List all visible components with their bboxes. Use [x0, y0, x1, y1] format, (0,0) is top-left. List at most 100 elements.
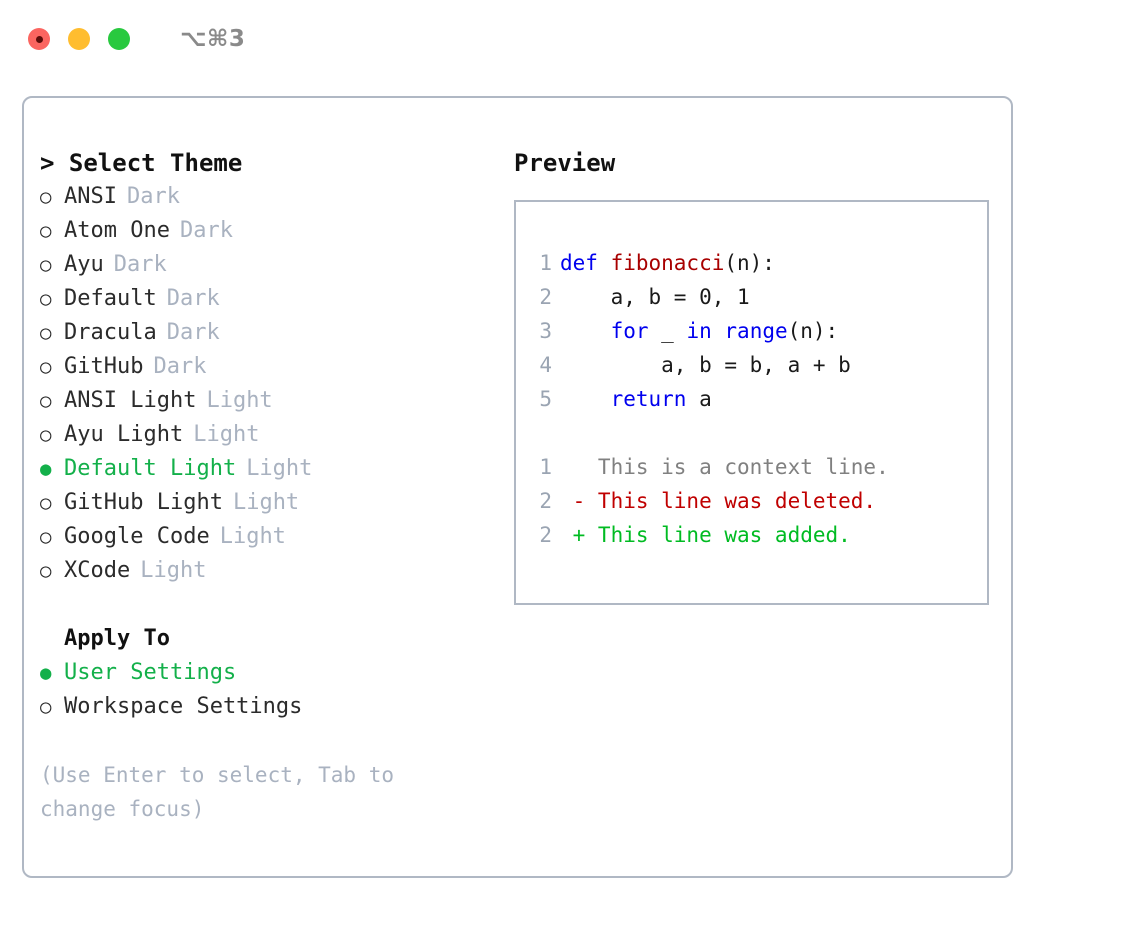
close-button-icon[interactable]	[28, 28, 50, 50]
select-theme-header: > Select Theme	[40, 149, 243, 177]
radio-selected-icon: ●	[40, 662, 52, 684]
theme-option-badge: Light	[140, 558, 207, 583]
theme-option-label: Default	[64, 286, 157, 311]
diff-line-number: 2	[539, 489, 552, 513]
radio-unselected-icon: ○	[40, 288, 52, 310]
theme-option-github-light[interactable]: ○ GitHub Light Light	[40, 486, 494, 520]
theme-option-xcode[interactable]: ○ XCode Light	[40, 554, 494, 588]
theme-option-label: XCode	[64, 558, 131, 583]
code-token-plain: (n):	[787, 319, 839, 343]
theme-option-badge: Light	[193, 422, 260, 447]
code-token-fn: fibonacci	[610, 251, 725, 275]
theme-option-ayu[interactable]: ○ Ayu Dark	[40, 248, 494, 282]
theme-option-default[interactable]: ○ Default Dark	[40, 282, 494, 316]
diff-line-ctx: 1 This is a context line.	[530, 450, 987, 484]
code-line-number: 1	[539, 251, 552, 275]
code-token-kw: def	[560, 251, 611, 275]
theme-option-github[interactable]: ○ GitHub Dark	[40, 350, 494, 384]
theme-option-badge: Light	[206, 388, 273, 413]
code-token-plain	[560, 319, 611, 343]
theme-option-label: Ayu	[64, 252, 104, 277]
code-token-plain: _	[648, 319, 687, 343]
code-line: 2 a, b = 0, 1	[530, 280, 987, 314]
apply-to-header: Apply To	[64, 626, 170, 651]
code-token-kw: in	[686, 319, 712, 343]
maximize-button-icon[interactable]	[108, 28, 130, 50]
apply-to-option-label: Workspace Settings	[64, 694, 303, 719]
code-line: 1 def fibonacci(n):	[530, 246, 987, 280]
apply-to-option-user-settings[interactable]: ● User Settings	[40, 656, 494, 690]
diff-line-text: - This line was deleted.	[560, 489, 877, 513]
theme-option-badge: Dark	[126, 184, 180, 209]
code-line: 4 a, b = b, a + b	[530, 348, 987, 382]
radio-unselected-icon: ○	[40, 696, 52, 718]
radio-unselected-icon: ○	[40, 560, 52, 582]
radio-unselected-icon: ○	[40, 254, 52, 276]
radio-unselected-icon: ○	[40, 390, 52, 412]
diff-line-del: 2 - This line was deleted.	[530, 484, 987, 518]
code-token-plain: a, b = b, a + b	[560, 353, 851, 377]
theme-option-badge: Dark	[179, 218, 233, 243]
theme-option-badge: Dark	[153, 354, 207, 379]
diff-line-text: + This line was added.	[560, 523, 851, 547]
keyboard-hint: (Use Enter to select, Tab to change focu…	[40, 763, 407, 821]
code-line-number: 5	[539, 387, 552, 411]
code-line: 5 return a	[530, 382, 987, 416]
traffic-lights	[28, 28, 130, 50]
preview-title: Preview	[514, 149, 616, 177]
code-token-kw: for	[610, 319, 649, 343]
code-line-number: 4	[539, 353, 552, 377]
radio-unselected-icon: ○	[40, 424, 52, 446]
code-token-plain	[560, 387, 611, 411]
diff-line-number: 1	[539, 455, 552, 479]
theme-option-label: ANSI Light	[64, 388, 197, 413]
code-line-number: 3	[539, 319, 552, 343]
theme-option-label: GitHub Light	[64, 490, 223, 515]
theme-option-ayu-light[interactable]: ○ Ayu Light Light	[40, 418, 494, 452]
theme-option-badge: Light	[232, 490, 300, 515]
code-token-plain: (n):	[724, 251, 775, 275]
radio-unselected-icon: ○	[40, 220, 52, 242]
radio-unselected-icon: ○	[40, 526, 52, 548]
theme-option-label: Default Light	[64, 456, 237, 481]
radio-unselected-icon: ○	[40, 492, 52, 514]
diff-line-add: 2 + This line was added.	[530, 518, 987, 552]
theme-option-label: Dracula	[64, 320, 157, 345]
theme-option-ansi[interactable]: ○ ANSI Dark	[40, 180, 494, 214]
theme-option-badge: Dark	[113, 252, 167, 277]
theme-option-label: Google Code	[64, 524, 210, 549]
radio-unselected-icon: ○	[40, 186, 52, 208]
code-token-plain: a	[686, 387, 712, 411]
minimize-button-icon[interactable]	[68, 28, 90, 50]
code-token-kw: return	[610, 387, 687, 411]
theme-option-label: Atom One	[64, 218, 170, 243]
code-token-kw: range	[724, 319, 788, 343]
code-line-number: 2	[539, 285, 552, 309]
apply-to-option-label: User Settings	[64, 660, 237, 685]
code-token-plain: a, b = 0, 1	[560, 285, 750, 309]
theme-option-badge: Dark	[166, 286, 220, 311]
window-title: ⌥⌘3	[180, 26, 246, 52]
theme-option-label: Ayu Light	[64, 422, 184, 447]
apply-to-option-list: ● User Settings ○ Workspace Settings	[40, 656, 494, 724]
title-bar: ⌥⌘3	[0, 0, 1140, 78]
apply-to-option-workspace-settings[interactable]: ○ Workspace Settings	[40, 690, 494, 724]
theme-option-badge: Dark	[166, 320, 220, 345]
radio-selected-icon: ●	[40, 458, 52, 480]
theme-option-ansi-light[interactable]: ○ ANSI Light Light	[40, 384, 494, 418]
theme-option-label: GitHub	[64, 354, 144, 379]
theme-option-atom-one[interactable]: ○ Atom One Dark	[40, 214, 494, 248]
diff-line-number: 2	[539, 523, 552, 547]
theme-option-label: ANSI	[64, 184, 117, 209]
radio-unselected-icon: ○	[40, 356, 52, 378]
